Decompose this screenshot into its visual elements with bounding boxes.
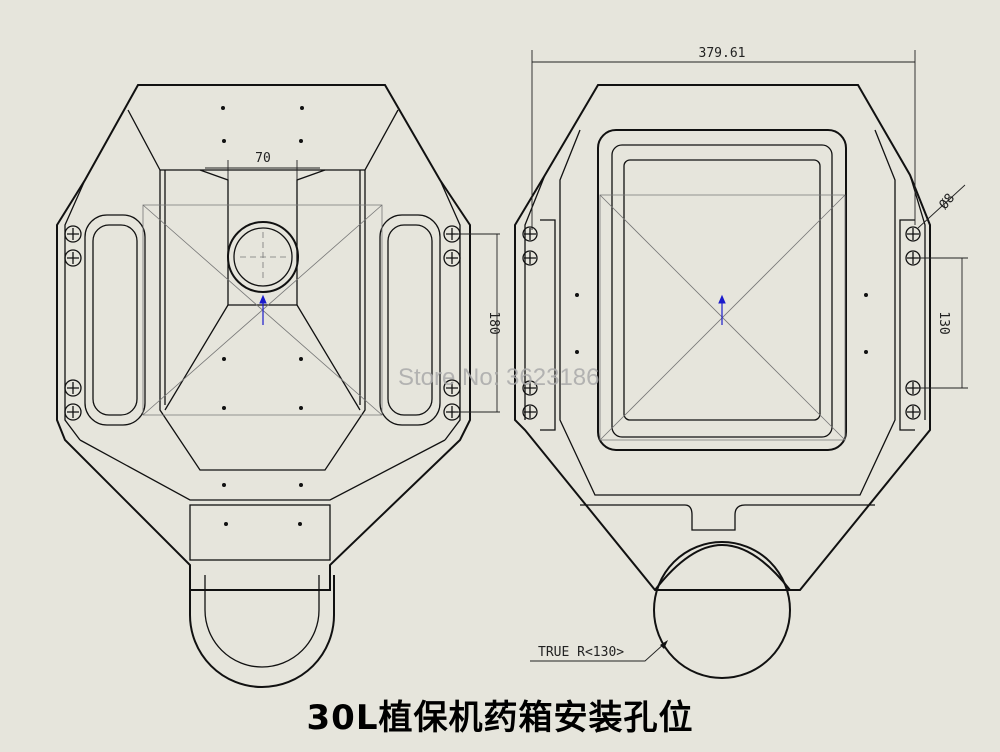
mounting-hole-icons xyxy=(64,225,461,421)
dimension-379-61: 379.61 xyxy=(699,46,746,61)
dimension-70: 70 xyxy=(255,151,271,166)
origin-marker-icon xyxy=(259,294,267,325)
watermark: Store No: 3623186 xyxy=(398,364,599,391)
dimension-130: 130 xyxy=(936,311,951,334)
origin-marker-icon xyxy=(718,294,726,325)
left-view-tank: 70 180 xyxy=(56,84,501,688)
drawing-title: 30L植保机药箱安装孔位 xyxy=(306,698,694,738)
mounting-hole-icons xyxy=(522,226,921,420)
right-view-tank: 379.61 Ø8 130 TRUE R<130> xyxy=(514,46,968,679)
dimension-true-radius: TRUE R<130> xyxy=(538,645,624,660)
dimension-180: 180 xyxy=(486,311,501,334)
